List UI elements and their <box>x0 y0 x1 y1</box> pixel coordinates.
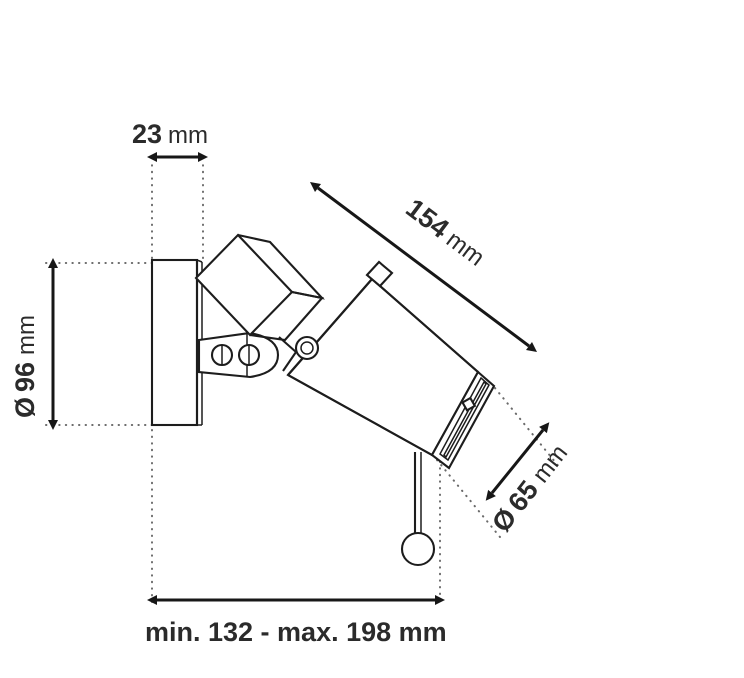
lens-rim-inner-1 <box>439 376 490 462</box>
wall-plate-top-bevel <box>196 259 203 263</box>
rear-end-cap <box>194 233 325 342</box>
dimension-96mm: Ø 96 mm <box>10 258 58 430</box>
dimension-65mm: Ø65mm <box>485 422 573 538</box>
dim-label-96mm: Ø 96 mm <box>10 315 40 418</box>
ext-line-head-lower <box>436 459 501 538</box>
dim-arrow-65mm <box>485 422 550 501</box>
dim-value-23: 23 <box>132 119 162 149</box>
wall-mounting-plate <box>150 258 203 427</box>
lens-rim-inner-2 <box>443 380 487 459</box>
dim-symbol-96: Ø <box>10 397 40 418</box>
pull-switch <box>400 452 436 567</box>
dim-value-96: 96 <box>10 362 40 392</box>
dimension-projection-range: min. 132 - max. 198 mm <box>145 595 447 647</box>
wall-plate-outline <box>150 258 199 427</box>
lamp-body-bottom-edge <box>287 374 433 456</box>
dim-unit-65: mm <box>527 440 573 488</box>
dim-unit-96: mm <box>13 315 40 355</box>
hinge-circle-outer <box>294 335 320 361</box>
dim-label-65mm: Ø65mm <box>486 438 573 538</box>
pull-switch-ball <box>400 531 436 567</box>
dim-unit-154: mm <box>441 226 489 272</box>
dim-label-projection: min. 132 - max. 198 mm <box>145 617 447 647</box>
lens-front-rim <box>430 370 496 470</box>
dim-unit-23: mm <box>168 122 208 149</box>
hinge-yoke-arm <box>278 336 298 372</box>
mounting-bracket <box>197 331 280 379</box>
rear-cap-side-face <box>249 290 324 342</box>
dim-arrow-154mm <box>309 182 538 352</box>
lens-rim-clip <box>461 396 477 412</box>
dim-value-154: 154 <box>400 193 454 244</box>
